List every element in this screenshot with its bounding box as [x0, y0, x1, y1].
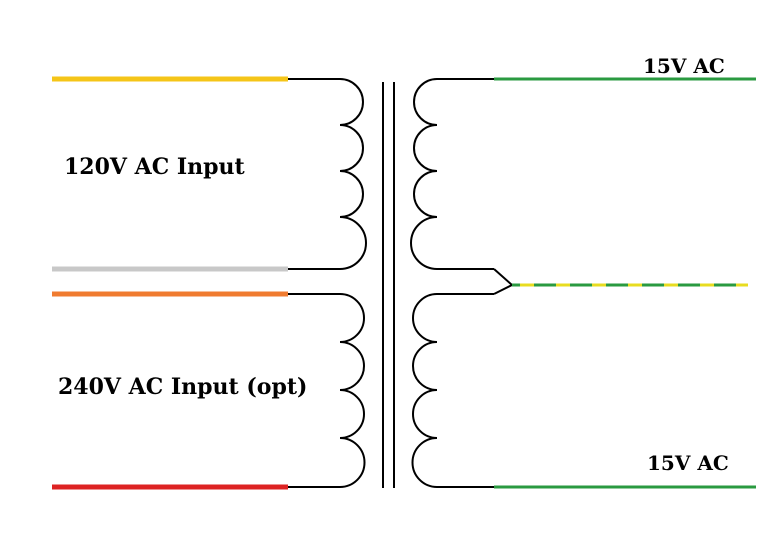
- secondary-winding-bottom: [411, 293, 494, 488]
- secondary-winding-top: [410, 78, 494, 270]
- label-15v-ac-bottom: 15V AC: [647, 451, 729, 475]
- label-240v-ac-input: 240V AC Input (opt): [58, 374, 308, 400]
- label-15v-ac-top: 15V AC: [643, 54, 725, 78]
- primary-winding-120v: [288, 78, 367, 270]
- label-120v-ac-input: 120V AC Input: [64, 154, 245, 180]
- primary-winding-240v: [288, 293, 366, 488]
- center-tap-junction: [493, 268, 514, 295]
